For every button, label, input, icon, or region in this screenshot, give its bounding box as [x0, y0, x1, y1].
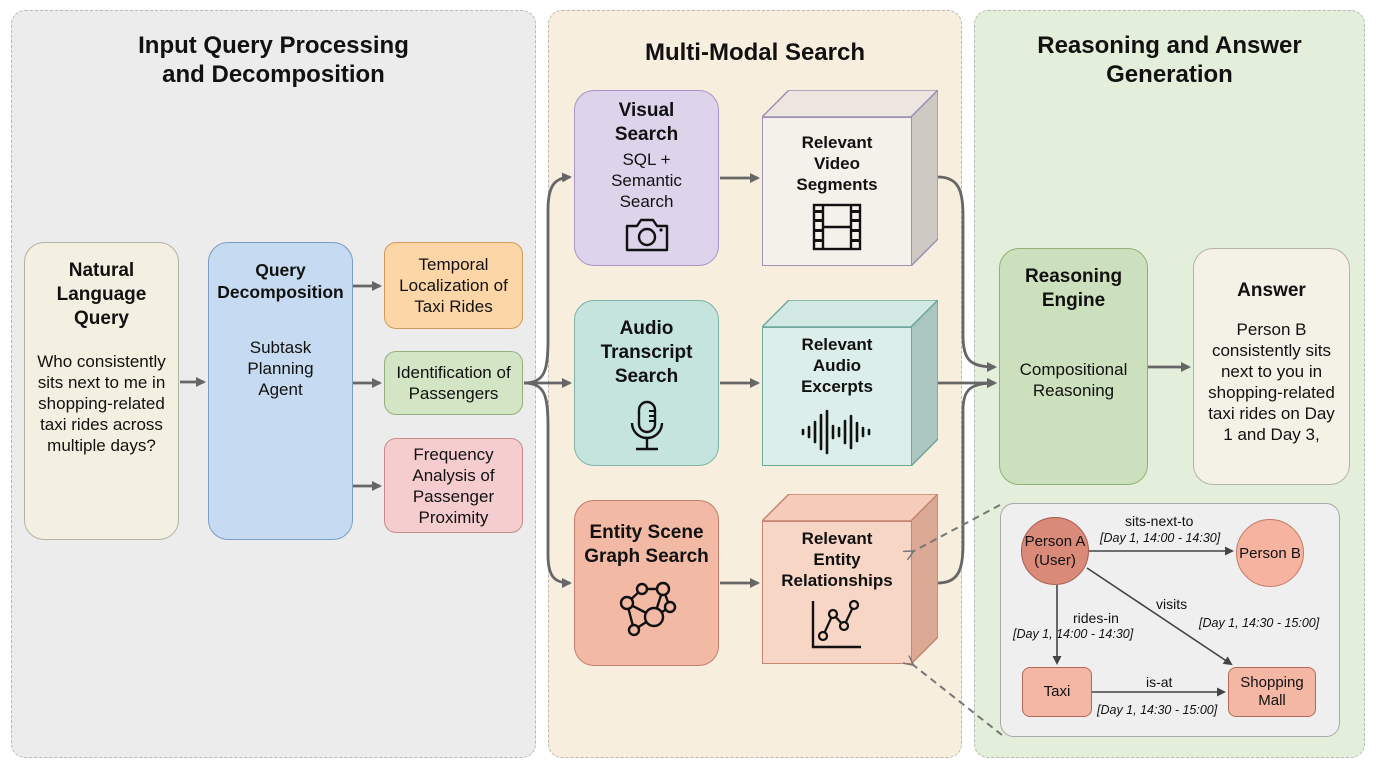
natural-language-query-box: Natural Language Query Who consistently …: [24, 242, 179, 540]
cube-front: Relevant Audio Excerpts: [762, 327, 912, 466]
graph-network-icon: [619, 581, 676, 637]
edge-time-rides-in: [Day 1, 14:00 - 14:30]: [1013, 627, 1134, 641]
edge-label-visits: visits: [1156, 596, 1188, 612]
edge-label-rides-in: rides-in: [1073, 610, 1119, 626]
edge-label-sits-next-to: sits-next-to: [1125, 513, 1194, 529]
cube-front: Relevant Video Segments: [762, 117, 912, 266]
subtask-temporal-localization: Temporal Localization of Taxi Rides: [384, 242, 523, 329]
panel-title: Reasoning and Answer Generation: [1037, 32, 1302, 88]
cube-title: Relevant Video Segments: [796, 133, 878, 194]
relevant-entity-relationships-cube: Relevant Entity Relationships: [762, 494, 938, 664]
panel-title: Multi-Modal Search: [644, 39, 866, 66]
box-title: Query Decomposition: [217, 260, 344, 302]
edge-time-sits-next-to: [Day 1, 14:00 - 14:30]: [1100, 531, 1221, 545]
relevant-video-segments-cube: Relevant Video Segments: [762, 90, 938, 266]
entity-scene-graph-search-module: Entity Scene Graph Search: [574, 500, 719, 666]
camera-icon: [625, 218, 668, 252]
audio-transcript-search-module: Audio Transcript Search: [574, 300, 719, 466]
panel-title: Input Query Processing and Decomposition: [138, 32, 409, 88]
box-title: Audio Transcript Search: [600, 318, 693, 387]
box-title: Natural Language Query: [56, 260, 147, 329]
cube-front: Relevant Entity Relationships: [762, 521, 912, 664]
subtask-frequency-analysis: Frequency Analysis of Passenger Proximit…: [384, 438, 523, 533]
sound-wave-icon: [801, 409, 871, 455]
answer-text: Person B consistently sits next to you i…: [1208, 320, 1335, 444]
box-title: Visual Search: [614, 100, 679, 145]
node-taxi: Taxi: [1022, 667, 1092, 717]
film-strip-icon: [812, 203, 862, 251]
answer-box: Answer Person B consistently sits next t…: [1193, 248, 1350, 485]
node-person-a: Person A (User): [1021, 517, 1089, 585]
line-chart-icon: [811, 599, 861, 649]
box-title: Entity Scene Graph Search: [584, 522, 709, 567]
box-body: Subtask Planning Agent: [247, 338, 314, 399]
visual-search-module: Visual Search SQL + Semantic Search: [574, 90, 719, 266]
box-body: Compositional Reasoning: [1019, 360, 1128, 400]
cube-title: Relevant Entity Relationships: [781, 529, 893, 590]
reasoning-engine-box: Reasoning Engine Compositional Reasoning: [999, 248, 1148, 485]
relevant-audio-excerpts-cube: Relevant Audio Excerpts: [762, 300, 938, 466]
query-text: Who consistently sits next to me in shop…: [37, 352, 166, 455]
query-decomposition-box: Query Decomposition Subtask Planning Age…: [208, 242, 353, 540]
microphone-icon: [630, 400, 663, 451]
box-body: SQL + Semantic Search: [611, 150, 682, 211]
box-title: Answer: [1237, 280, 1306, 301]
node-shopping-mall: Shopping Mall: [1228, 667, 1316, 717]
subtask-identification-passengers: Identification of Passengers: [384, 351, 523, 415]
edge-time-visits: [Day 1, 14:30 - 15:00]: [1199, 616, 1320, 630]
edge-time-is-at: [Day 1, 14:30 - 15:00]: [1097, 703, 1218, 717]
cube-title: Relevant Audio Excerpts: [801, 335, 873, 396]
node-person-b: Person B: [1236, 519, 1304, 587]
edge-label-is-at: is-at: [1146, 674, 1173, 690]
box-title: Reasoning Engine: [1024, 266, 1123, 311]
